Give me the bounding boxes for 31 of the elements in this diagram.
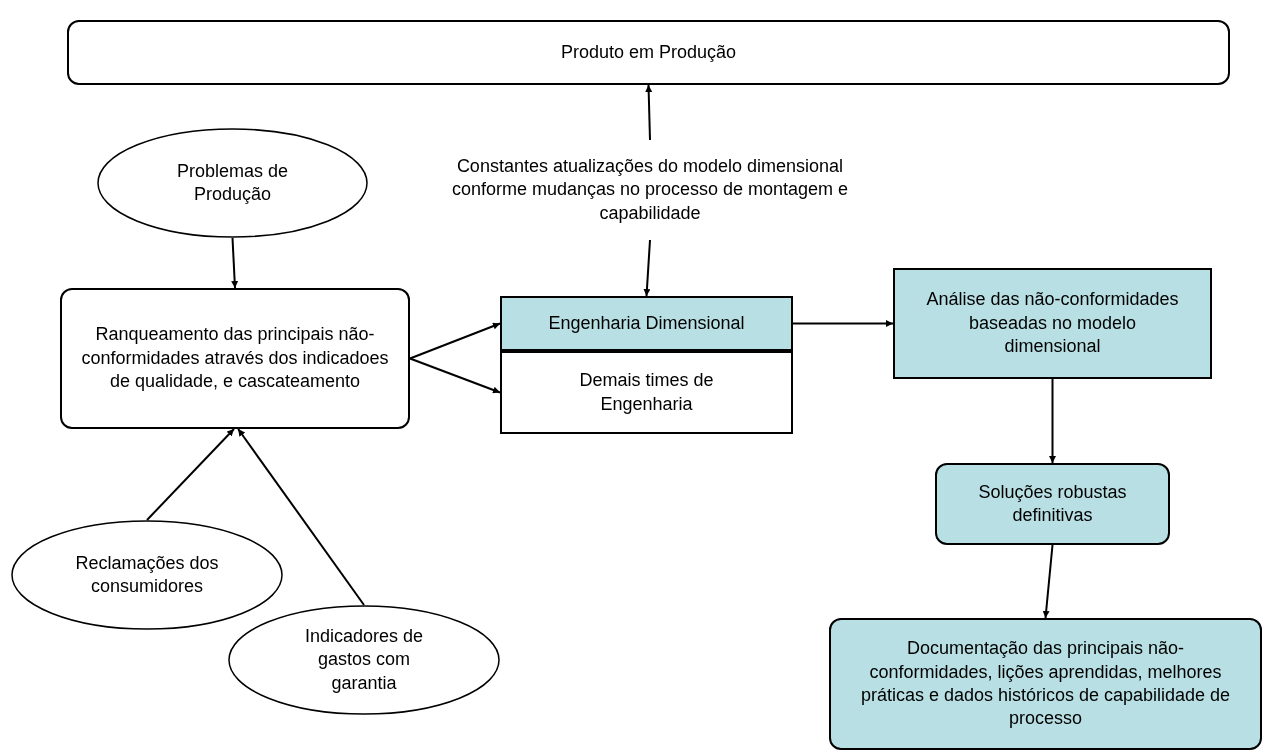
arrow (146, 428, 235, 521)
arrow (409, 322, 501, 360)
process-box (500, 351, 793, 434)
arrow (643, 239, 651, 297)
process-box (935, 463, 1170, 545)
node-label: Ranqueamento das principais não-conformidades através dos indicadoes de qualidade, e cascateamento (80, 323, 390, 394)
process-box (893, 268, 1212, 379)
arrow (645, 84, 653, 141)
node-label: Demais times de Engenharia (578, 369, 715, 416)
node-label: Documentação das principais não-conformidades, lições aprendidas, melhores práticas e dados históricos de capabilidade de processo (859, 637, 1232, 731)
arrow (1042, 544, 1054, 619)
node-label: Indicadores de gastos com garantia (303, 624, 425, 695)
arrow (231, 237, 239, 289)
node-label: Reclamações dos consumidores (74, 551, 220, 598)
arrow (792, 320, 894, 327)
arrow (409, 357, 501, 394)
node-label: Produto em Produção (560, 40, 737, 64)
node-label: Análise das não-conformidades baseadas no modelo dimensional (925, 288, 1180, 359)
process-box (500, 296, 793, 351)
process-box (67, 20, 1230, 85)
node-label: Problemas de Produção (175, 159, 290, 206)
arrow (1049, 378, 1056, 464)
input-ellipse (97, 128, 368, 238)
input-ellipse (228, 605, 500, 715)
node-label: Constantes atualizações do modelo dimensional conforme mudanças no processo de montagem e capabilidade (450, 154, 850, 225)
process-box (829, 618, 1262, 750)
process-box (60, 288, 410, 429)
input-ellipse (11, 520, 283, 630)
node-label: Soluções robustas definitivas (977, 480, 1128, 527)
node-label: Engenharia Dimensional (548, 311, 745, 335)
arrow (237, 428, 365, 606)
